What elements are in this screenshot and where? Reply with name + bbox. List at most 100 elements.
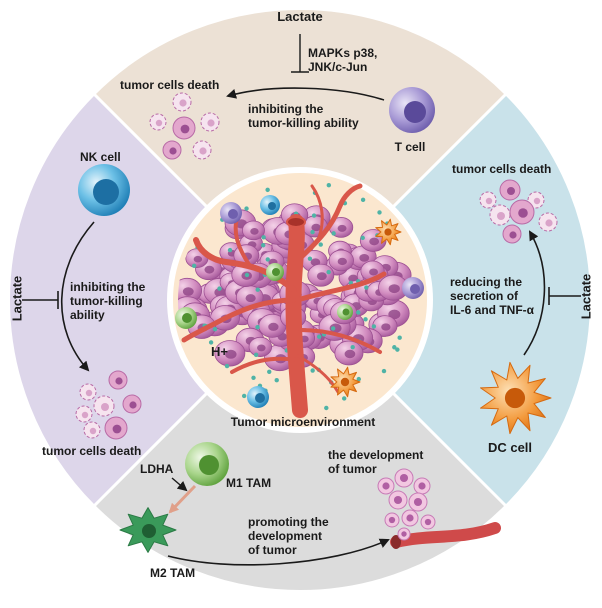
particle: [261, 243, 266, 248]
center-dc-cell: [330, 366, 361, 398]
m2-tam-label: M2 TAM: [150, 566, 196, 580]
dead-tumor-cell: [527, 191, 545, 209]
particle: [261, 235, 266, 240]
promotion-arrow: [167, 538, 390, 566]
tumor-cell: [394, 468, 414, 488]
center-nk-cell: [260, 195, 280, 215]
center-dc-cell: [375, 218, 402, 246]
center-nk-cell: [247, 386, 269, 408]
particle: [310, 229, 315, 235]
particle: [317, 334, 322, 339]
particle: [217, 286, 222, 291]
ldha-label: LDHA: [140, 462, 174, 476]
particle: [397, 335, 402, 340]
tumor-cell: [413, 477, 431, 495]
m1-tam-label: M1 TAM: [226, 476, 272, 490]
tumor-death-label-right: tumor cells death: [452, 162, 552, 176]
particle: [253, 352, 259, 358]
tumor-cell: [420, 514, 436, 530]
particle: [342, 396, 347, 401]
center-t-cell: [402, 277, 424, 299]
tumor-cell: [388, 490, 408, 510]
ldha-arrow: [171, 477, 188, 492]
promote-label: promoting the development of tumor: [248, 515, 329, 557]
dead-tumor-cell: [502, 224, 522, 244]
tumor-cell: [397, 527, 411, 541]
center-m1-tam: [337, 304, 353, 320]
particle: [392, 345, 397, 350]
dead-tumor-cell: [104, 416, 128, 440]
dead-tumor-cell: [79, 383, 97, 401]
tumor-cell: [248, 336, 273, 357]
particle: [356, 376, 361, 382]
particle: [371, 324, 377, 329]
tumor-cell: [334, 340, 364, 366]
particle: [307, 256, 313, 261]
pathway-label: MAPKs p38, JNK/c-Jun: [308, 46, 378, 74]
m1-tam-icon: [185, 442, 229, 486]
particle: [255, 325, 260, 330]
dead-tumor-cell: [172, 116, 196, 140]
particle: [360, 197, 366, 203]
dead-tumor-cell: [479, 191, 497, 209]
t-cell-icon: [389, 87, 435, 133]
tumor-cell: [372, 315, 398, 337]
tumor-cell: [378, 274, 409, 301]
tumor-cell: [328, 249, 354, 272]
inhibit-label-left: inhibiting the tumor-killing ability: [70, 280, 146, 322]
particle: [363, 317, 368, 322]
particle: [356, 310, 361, 315]
particle: [251, 375, 256, 381]
dead-tumor-cell: [108, 370, 128, 390]
tumor-cell: [408, 492, 428, 512]
particle: [244, 272, 250, 278]
particle: [318, 242, 323, 247]
particle: [224, 363, 230, 369]
tumor-cell: [241, 220, 265, 241]
particle: [267, 369, 272, 374]
inhibition-arrow-top: [226, 87, 385, 101]
dead-tumor-cell: [489, 204, 511, 226]
center-m1-tam: [175, 307, 197, 329]
particle: [310, 368, 315, 373]
particle: [191, 263, 197, 269]
particle: [274, 377, 279, 383]
particle: [265, 257, 270, 262]
particle: [360, 235, 365, 241]
particle: [311, 213, 317, 218]
dead-tumor-cell: [200, 112, 220, 132]
particle: [377, 210, 382, 215]
tumor-cell: [377, 477, 395, 495]
particle: [324, 405, 329, 411]
lactate-label-top: Lactate: [277, 9, 323, 24]
dead-tumor-cell: [75, 405, 93, 423]
particle: [265, 187, 270, 193]
dead-tumor-cells-left: [75, 370, 142, 440]
center-title: Tumor microenvironment: [230, 415, 376, 429]
particle: [241, 393, 247, 399]
reduce-label-right: reducing the secretion of IL-6 and TNF-α: [450, 275, 535, 317]
dead-tumor-cells-top: [149, 92, 220, 160]
blood-vessel: [181, 183, 387, 418]
particle: [212, 326, 218, 332]
dead-tumor-cell: [122, 394, 142, 414]
tumor-death-label-left: tumor cells death: [42, 444, 142, 458]
tumor-cell: [178, 277, 203, 304]
dead-tumor-cell: [509, 199, 535, 225]
polarization-arrow: [168, 484, 197, 514]
nk-cell-icon: [78, 164, 130, 216]
particle: [244, 206, 249, 211]
particle: [350, 344, 355, 350]
particle: [208, 340, 214, 345]
particle: [326, 183, 332, 188]
tumor-vessel-icon: [377, 468, 501, 549]
top-sector: [94, 8, 506, 301]
development-label: the development of tumor: [328, 448, 424, 476]
tumor-cell: [307, 263, 335, 287]
particle: [364, 285, 369, 290]
tumor-cell: [214, 340, 246, 367]
tumor-cell: [401, 509, 419, 527]
inhibition-arrow-right: [523, 230, 546, 356]
inhibit-label-top: inhibiting the tumor-killing ability: [248, 102, 359, 130]
